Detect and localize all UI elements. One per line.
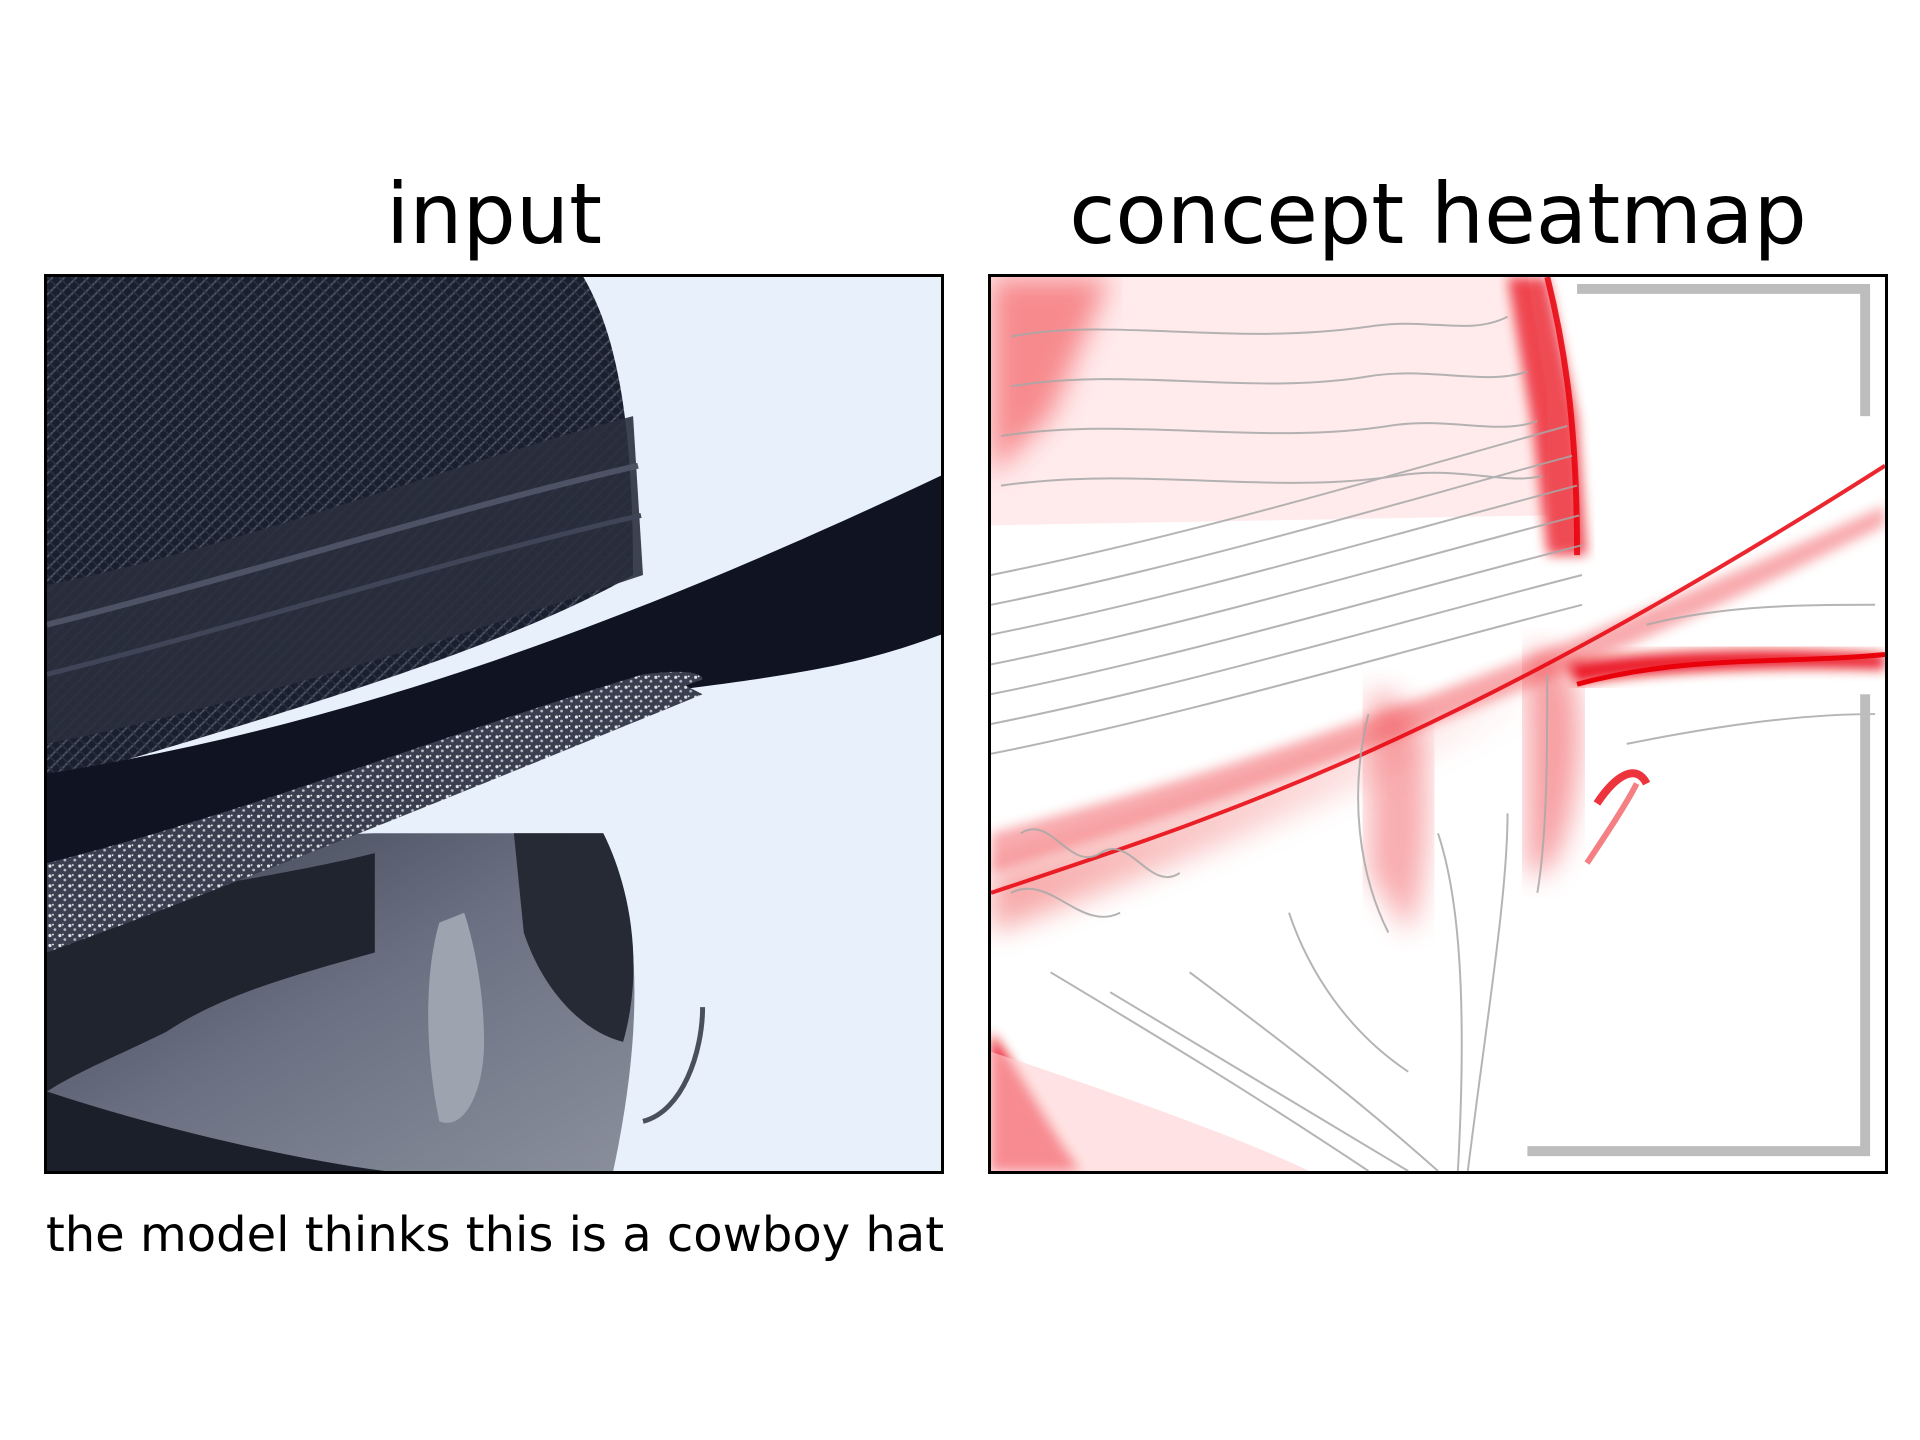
ear-shape xyxy=(428,912,485,1123)
concept-heatmap xyxy=(991,277,1885,1171)
hair-back xyxy=(513,833,634,1042)
input-photo xyxy=(47,277,941,1171)
input-image-panel xyxy=(44,274,944,1174)
input-panel-title: input xyxy=(385,165,603,263)
heatmap-image-panel xyxy=(988,274,1888,1174)
glasses-arm xyxy=(642,1007,706,1124)
heatmap-panel-title: concept heatmap xyxy=(1069,165,1807,263)
hat-brim-dark xyxy=(47,475,941,893)
edge-contours xyxy=(991,315,1876,1171)
prediction-caption: the model thinks this is a cowboy hat xyxy=(45,1207,945,1263)
hat-band xyxy=(47,416,643,744)
collar-shape xyxy=(47,1091,385,1171)
